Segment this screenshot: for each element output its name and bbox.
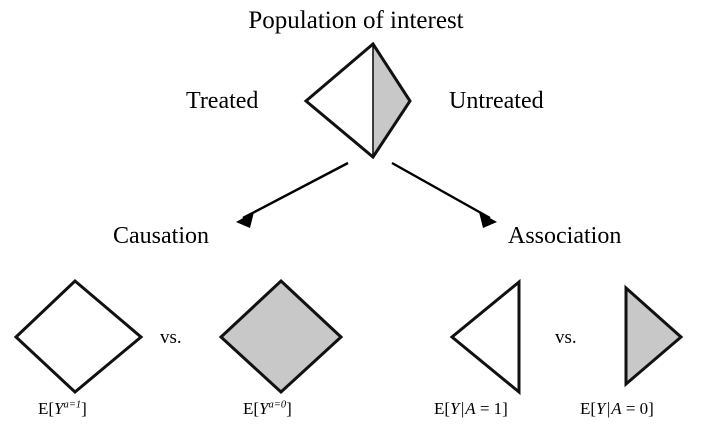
caption-conditional-bar: | bbox=[606, 399, 611, 418]
caption-suffix: ] bbox=[81, 399, 87, 418]
causation-vs-separator: vs. bbox=[160, 327, 182, 348]
caption-condition-value: = 1] bbox=[475, 399, 508, 418]
caption-prefix: E[ bbox=[434, 399, 451, 418]
caption-variable: Y bbox=[54, 399, 64, 418]
caption-superscript: a=1 bbox=[63, 399, 82, 411]
association-untreated-half-diamond bbox=[624, 284, 684, 388]
caption-variable: Y bbox=[596, 399, 606, 418]
caption-variable: Y bbox=[450, 399, 460, 418]
figure-title: Population of interest bbox=[248, 7, 464, 34]
caption-variable: Y bbox=[259, 399, 269, 418]
caption-prefix: E[ bbox=[580, 399, 597, 418]
caption-causation-treated: E[Ya=1] bbox=[38, 400, 87, 417]
population-right-half-shape bbox=[373, 44, 410, 157]
treated-label: Treated bbox=[186, 88, 259, 114]
arrow-causation-head bbox=[236, 212, 254, 228]
arrow-association-line bbox=[391, 161, 491, 220]
causation-treated-diamond bbox=[13, 278, 144, 394]
untreated-label: Untreated bbox=[449, 88, 544, 114]
association-label: Association bbox=[508, 223, 622, 249]
caption-superscript: a=0 bbox=[268, 399, 287, 411]
caption-condition-variable: A bbox=[465, 399, 476, 418]
population-left-half-shape bbox=[306, 44, 373, 157]
association-treated-half-diamond bbox=[449, 278, 521, 396]
caption-prefix: E[ bbox=[243, 399, 260, 418]
caption-conditional-bar: | bbox=[460, 399, 465, 418]
arrow-association-head bbox=[479, 212, 497, 228]
arrow-causation-line bbox=[242, 161, 349, 220]
caption-prefix: E[ bbox=[38, 399, 55, 418]
caption-suffix: ] bbox=[286, 399, 292, 418]
causation-untreated-diamond bbox=[218, 278, 344, 395]
causation-label: Causation bbox=[113, 223, 209, 249]
caption-condition-value: = 0] bbox=[621, 399, 654, 418]
association-vs-separator: vs. bbox=[555, 327, 577, 348]
caption-association-treated: E[Y|A = 1] bbox=[434, 400, 508, 417]
caption-condition-variable: A bbox=[611, 399, 622, 418]
population-node bbox=[303, 41, 412, 160]
branch-arrows bbox=[236, 161, 497, 228]
caption-causation-untreated: E[Ya=0] bbox=[243, 400, 292, 417]
caption-association-untreated: E[Y|A = 0] bbox=[580, 400, 654, 417]
